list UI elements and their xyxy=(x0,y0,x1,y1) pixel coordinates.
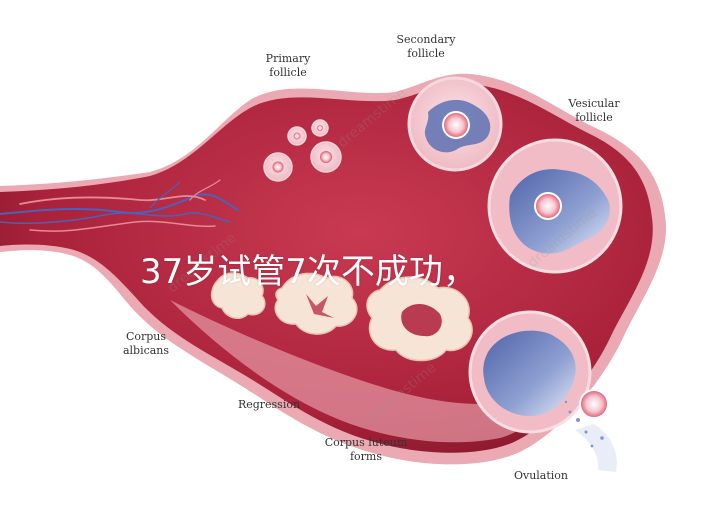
primary-follicles xyxy=(263,119,342,182)
corpus-shapes xyxy=(210,272,473,362)
label-ovulation: Ovulation xyxy=(513,469,569,482)
label-regression: Regression xyxy=(237,398,301,411)
blood-vessels xyxy=(0,179,239,232)
ovulating-follicle xyxy=(468,310,617,472)
ovary-inner-wall xyxy=(170,300,575,443)
overlay-caption: 37岁试管7次不成功， xyxy=(140,252,477,292)
secondary-follicle xyxy=(407,76,503,172)
vesicular-follicle xyxy=(487,138,623,274)
